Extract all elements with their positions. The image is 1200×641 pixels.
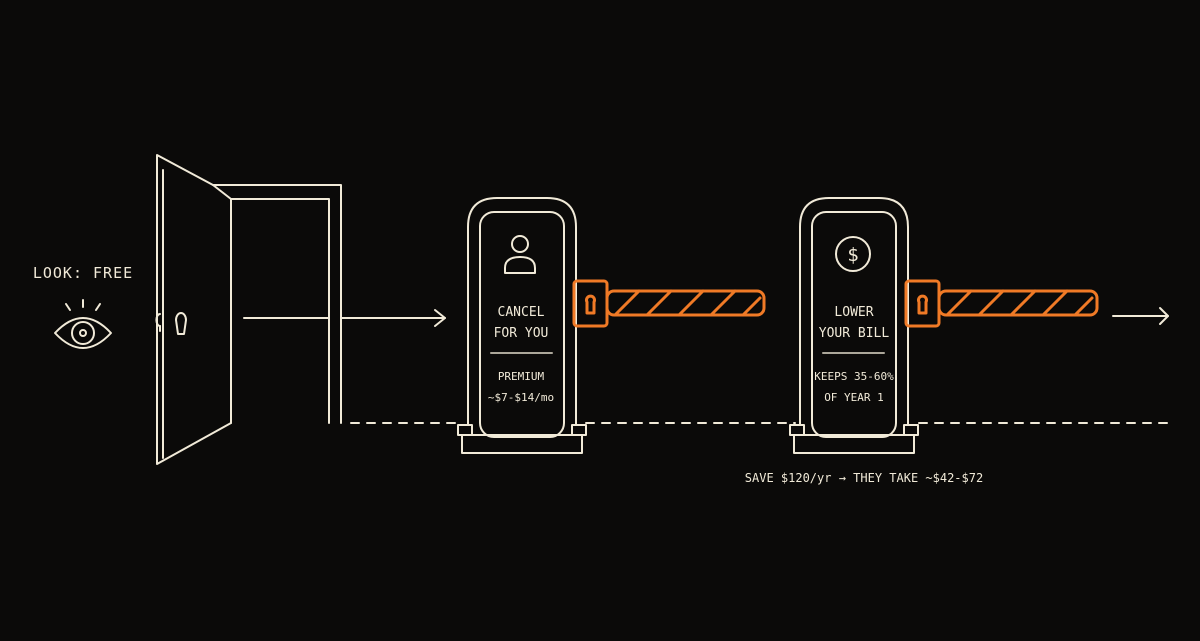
gate-cancel-for-you: CANCEL FOR YOU PREMIUM ~$7-$14/mo [457, 197, 587, 454]
gate-detail-line2: ~$7-$14/mo [488, 391, 554, 404]
barrier-arm-2 [904, 279, 1099, 328]
dollar-coin-icon: $ [835, 236, 871, 272]
eye-icon [54, 299, 112, 349]
gate-title-line1: LOWER [834, 305, 873, 320]
savings-note: SAVE $120/yr → THEY TAKE ~$42-$72 [745, 471, 983, 485]
open-door-icon [155, 154, 342, 465]
gate-lower-your-bill: $ LOWER YOUR BILL KEEPS 35-60% OF YEAR 1 [789, 197, 919, 454]
arrow-door-to-gate [340, 309, 446, 327]
arrow-exit [1112, 307, 1169, 325]
svg-text:$: $ [847, 244, 858, 266]
gate-title-line1: CANCEL [498, 305, 545, 320]
gate-title-line2: YOUR BILL [819, 326, 890, 341]
gate-detail-line2: OF YEAR 1 [824, 391, 884, 404]
barrier-arm-1 [572, 279, 766, 328]
gate-title-line2: FOR YOU [494, 326, 549, 341]
gate-detail-line1: PREMIUM [498, 370, 545, 383]
gate-detail-line1: KEEPS 35-60% [814, 370, 894, 383]
look-label: LOOK: FREE [33, 264, 133, 282]
person-icon [504, 235, 536, 274]
